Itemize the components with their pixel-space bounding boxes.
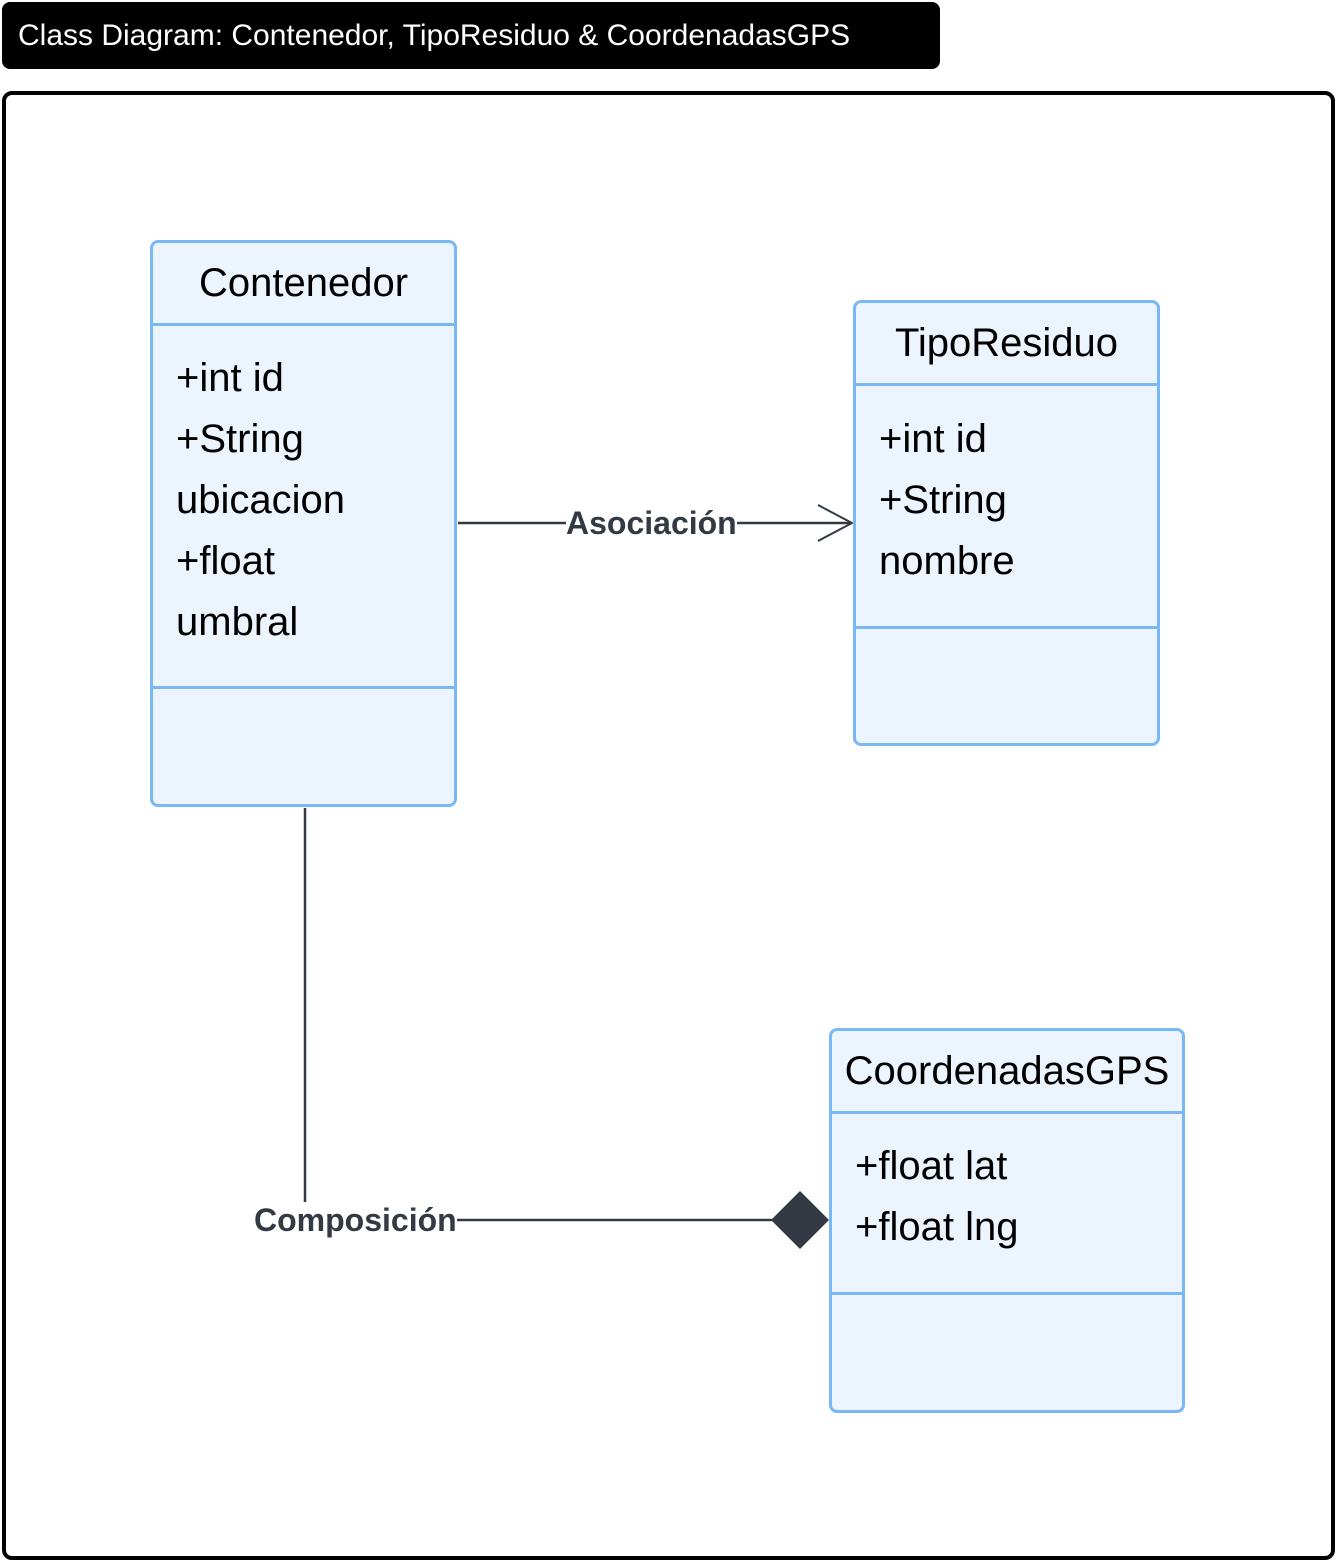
class-tiporesiduo[interactable]: TipoResiduo +int id +String nombre xyxy=(853,300,1160,746)
attribute: ubicacion xyxy=(176,478,346,522)
attribute: +float xyxy=(176,539,275,583)
class-coordenadasgps-name: CoordenadasGPS xyxy=(832,1031,1182,1114)
asociacion-arrowhead xyxy=(817,504,855,542)
class-contenedor[interactable]: Contenedor +int id +String ubicacion +fl… xyxy=(150,240,457,807)
diagram-title: Class Diagram: Contenedor, TipoResiduo &… xyxy=(2,2,940,69)
class-contenedor-attributes: +int id +String ubicacion +float umbral xyxy=(153,326,454,689)
class-coordenadasgps-attributes: +float lat +float lng xyxy=(832,1114,1182,1295)
attribute: +int id xyxy=(879,417,987,461)
asociacion-label: Asociación xyxy=(566,505,737,541)
attribute: nombre xyxy=(879,539,1015,583)
class-tiporesiduo-attributes: +int id +String nombre xyxy=(856,386,1157,629)
class-contenedor-name: Contenedor xyxy=(153,243,454,326)
class-tiporesiduo-name: TipoResiduo xyxy=(856,303,1157,386)
class-coordenadasgps[interactable]: CoordenadasGPS +float lat +float lng xyxy=(829,1028,1185,1413)
composicion-label: Composición xyxy=(254,1202,457,1238)
attribute: +float lng xyxy=(855,1205,1019,1249)
attribute: +int id xyxy=(176,356,284,400)
attribute: +float lat xyxy=(855,1144,1008,1188)
attribute: umbral xyxy=(176,600,299,644)
attribute: +String xyxy=(879,478,1007,522)
composicion-diamond xyxy=(771,1191,829,1249)
attribute: +String xyxy=(176,417,304,461)
composicion-line xyxy=(303,808,772,1222)
